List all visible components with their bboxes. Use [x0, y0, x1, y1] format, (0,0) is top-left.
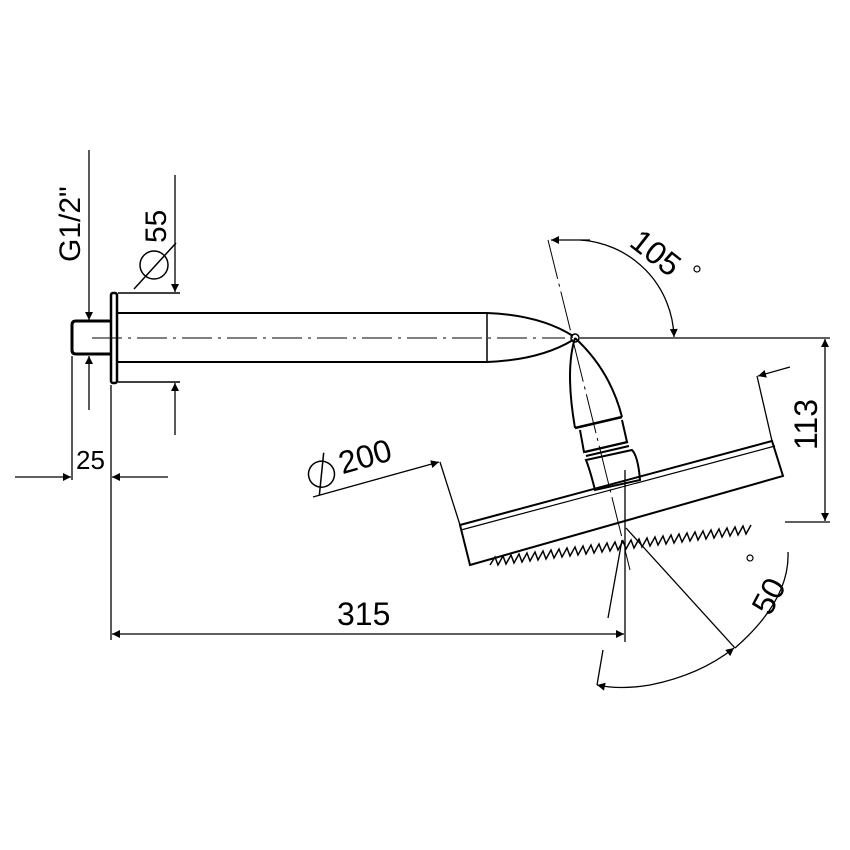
dimension-labels: G1/2" 55 25 200 315 113 105 50 — [54, 186, 824, 632]
shower-arm — [92, 292, 574, 383]
svg-text:55: 55 — [140, 210, 173, 243]
shower-head — [458, 239, 785, 571]
thread-label: G1/2" — [54, 186, 87, 262]
svg-text:200: 200 — [334, 432, 395, 481]
spray-angle-label: 50 — [744, 554, 793, 620]
svg-text:50: 50 — [744, 572, 792, 620]
swivel-joint — [569, 333, 642, 492]
dimension-lines — [15, 150, 830, 691]
flange-depth-label: 25 — [76, 445, 105, 475]
head-height-label: 113 — [788, 399, 824, 450]
svg-text:105: 105 — [624, 222, 688, 283]
flange-diameter-label: 55 — [133, 210, 177, 290]
tilt-angle-label: 105 — [624, 222, 701, 283]
arm-length-label: 315 — [337, 596, 390, 632]
